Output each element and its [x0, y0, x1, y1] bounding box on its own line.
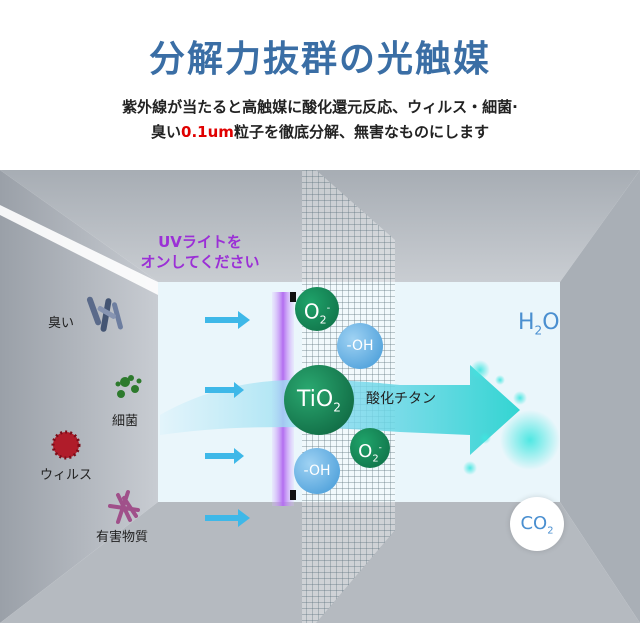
uv-notice-line-1: UVライトを	[158, 233, 242, 251]
superoxide-molecule-1: O2-	[295, 287, 339, 331]
carbon-dioxide-molecule: CO2	[510, 497, 564, 551]
header: 分解力抜群の光触媒 紫外線が当たると高触媒に酸化還元反応、ウィルス・細菌· 臭い…	[0, 0, 640, 160]
clean-glow-1	[500, 410, 560, 470]
incoming-arrow-1	[205, 311, 250, 329]
incoming-arrow-2	[205, 382, 244, 398]
titanium-oxide-label: 酸化チタン	[366, 391, 436, 407]
hydroxyl-molecule-2: -OH	[294, 448, 340, 494]
particle-size-highlight: 0.1um	[181, 123, 234, 141]
uv-notice-line-2: オンしてください	[140, 253, 260, 271]
desc-post: 粒子を徹底分解、無害なものにします	[233, 123, 489, 141]
pollutant-label-bacteria: 細菌	[112, 414, 139, 429]
water-label: H2O	[518, 310, 560, 338]
titanium-dioxide-molecule: TiO2	[284, 365, 354, 435]
superoxide-molecule-2: O2-	[350, 428, 390, 468]
page-title: 分解力抜群の光触媒	[148, 38, 491, 80]
odor-icon	[86, 296, 123, 332]
bacteria-icon	[115, 375, 142, 398]
pollutant-label-virus: ウィルス	[40, 468, 93, 483]
room-background	[0, 170, 640, 623]
description-line-1: 紫外線が当たると高触媒に酸化還元反応、ウィルス・細菌·	[122, 98, 518, 116]
pollutant-label-odor: 臭い	[48, 316, 75, 331]
incoming-arrow-4	[205, 509, 250, 527]
hydroxyl-molecule-1: -OH	[337, 323, 383, 369]
description-line-2: 臭い0.1um粒子を徹底分解、無害なものにします	[0, 121, 640, 142]
photocatalyst-diagram: UVライトを オンしてください 臭い 細菌 ウィルス 有害物質 O2- -OH …	[0, 170, 640, 623]
pollutant-label-harmful: 有害物質	[96, 530, 149, 545]
uv-light-notice: UVライトを オンしてください	[110, 232, 290, 272]
incoming-arrow-3	[205, 448, 244, 464]
desc-pre: 臭い	[151, 123, 182, 141]
harmful-substance-icon	[108, 490, 140, 524]
virus-icon	[51, 430, 81, 460]
